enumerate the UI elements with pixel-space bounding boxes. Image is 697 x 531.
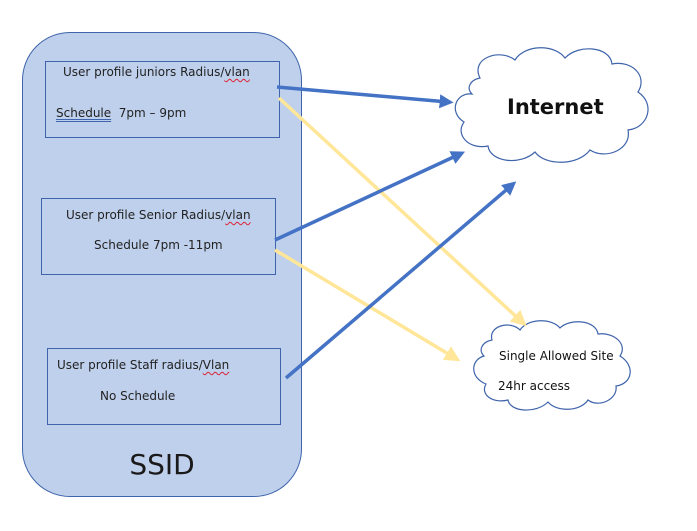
profile-staff-title: User profile Staff radius/Vlan [57,358,229,372]
allowed-site-line2: 24hr access [498,379,571,393]
profile-juniors-box: User profile juniors Radius/vlan Schedul… [45,61,280,138]
profile-juniors-title-suffix: vlan [224,65,250,79]
profile-staff-schedule: No Schedule [100,389,176,403]
profile-senior-schedule: Schedule 7pm -11pm [94,238,223,252]
profile-juniors-schedule-suffix: 7pm – 9pm [111,106,187,120]
profile-juniors-schedule-prefix: Schedule [56,106,112,120]
allowed-site-cloud [473,320,631,411]
profile-senior-box: User profile Senior Radius/vlan Schedule… [41,198,276,275]
profile-staff-box: User profile Staff radius/Vlan No Schedu… [47,348,281,425]
profile-senior-title-suffix: vlan [225,208,251,222]
connection-senior-to-allowed-site [274,248,461,362]
ssid-container [22,32,302,497]
connection-staff-to-internet [284,181,517,380]
profile-staff-title-prefix: User profile Staff radius/ [57,358,203,372]
connection-juniors-to-allowed-site [277,96,527,327]
profile-juniors-schedule: Schedule 7pm – 9pm [56,106,186,120]
internet-label: Internet [507,95,604,119]
profile-staff-title-suffix: Vlan [202,358,230,372]
connection-senior-to-internet [274,151,466,242]
allowed-site-line1: Single Allowed Site [499,349,614,363]
internet-cloud [454,47,649,163]
profile-juniors-title-prefix: User profile juniors Radius/ [63,65,225,79]
profile-senior-title-prefix: User profile Senior Radius/ [66,208,226,222]
profile-senior-title: User profile Senior Radius/vlan [66,208,251,222]
ssid-label: SSID [129,448,195,481]
profile-juniors-title: User profile juniors Radius/vlan [63,65,250,79]
connection-juniors-to-internet [276,85,454,109]
